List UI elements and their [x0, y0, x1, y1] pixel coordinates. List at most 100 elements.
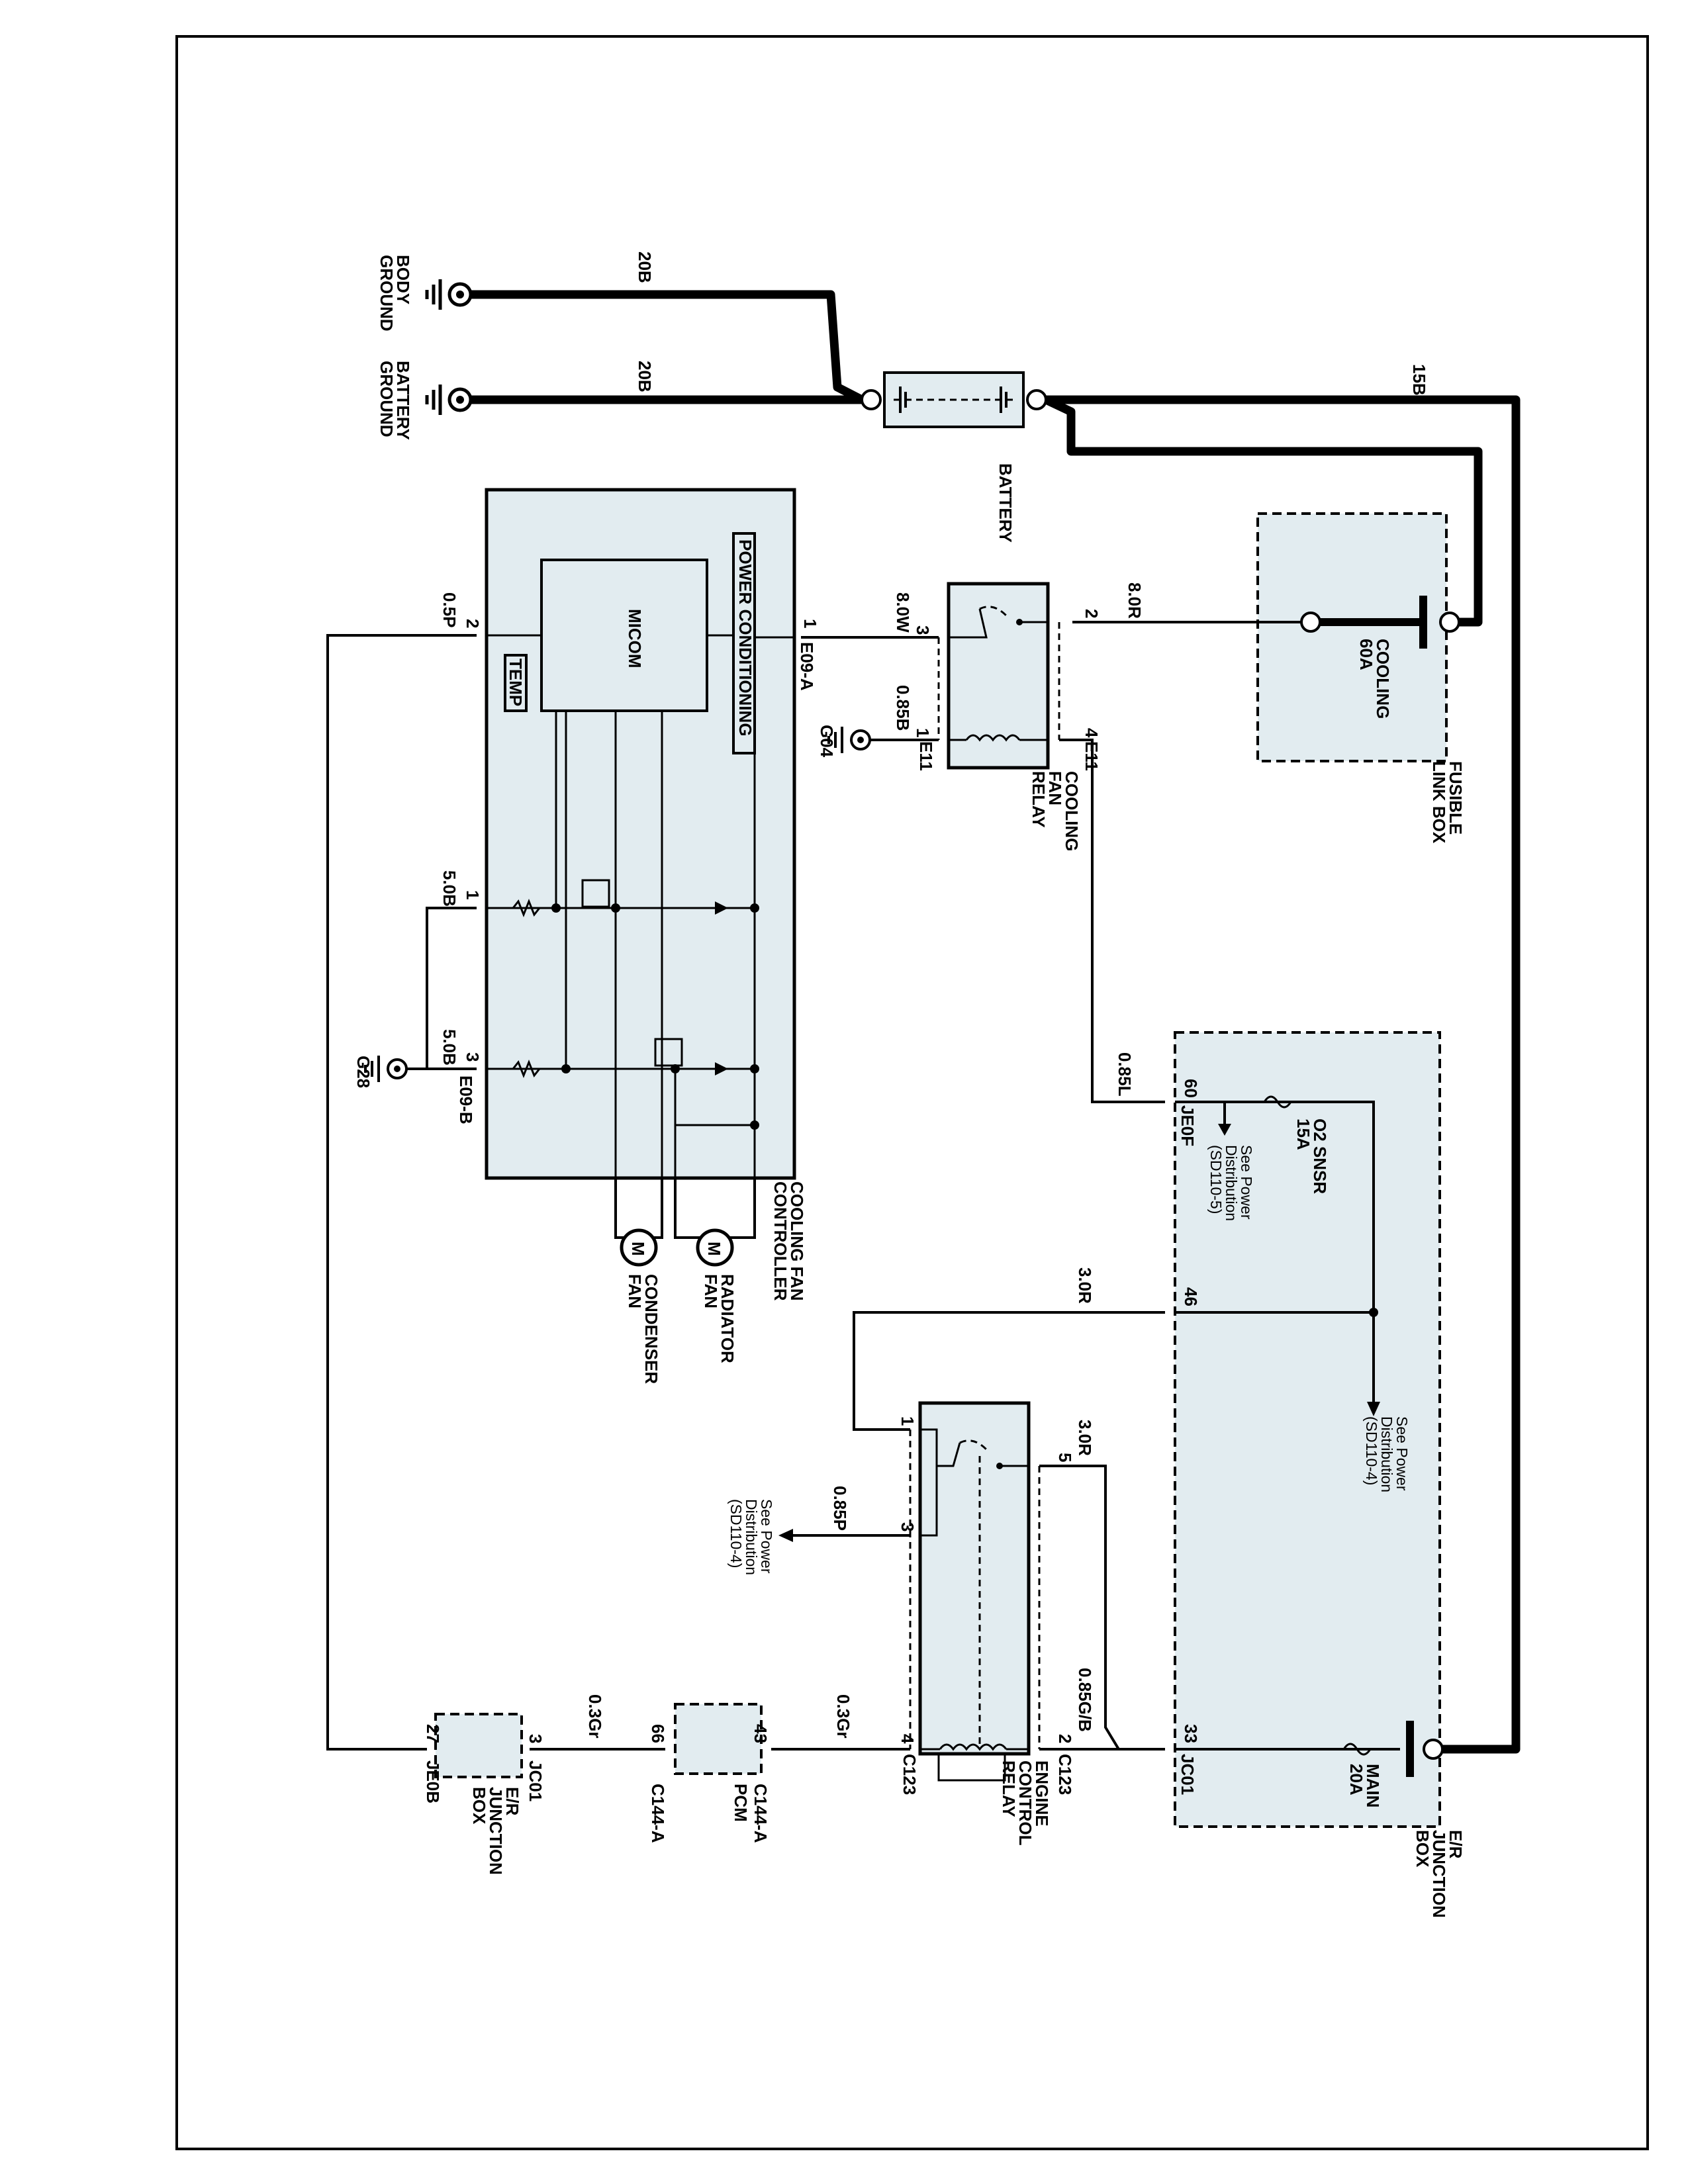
wire-label-15b: 15B — [1409, 364, 1429, 396]
controller-pin-3b: 3 — [463, 1052, 483, 1062]
wire-label-0-5p: 0.5P — [440, 592, 459, 628]
label-battery: BATTERY — [996, 463, 1015, 543]
wire-5-0b-loop — [426, 907, 477, 1070]
label-cooling-fuse-2: 60A — [1356, 639, 1376, 670]
label-condenser-2: FAN — [625, 1274, 645, 1308]
label-er-box-3: BOX — [1413, 1830, 1432, 1868]
controller-pin-2a: 2 — [463, 619, 483, 628]
temp-block — [504, 654, 528, 712]
label-body-ground-2: GROUND — [377, 255, 397, 332]
arrow-sd110-5 — [1218, 1124, 1231, 1136]
engine-control-relay-box — [918, 1401, 1031, 1756]
label-ecr-3: RELAY — [999, 1760, 1019, 1817]
ecr-pin-5: 5 — [1055, 1453, 1075, 1462]
ecr-pin-1: 1 — [898, 1416, 917, 1426]
ref-sd110-4b-1: See Power — [758, 1499, 775, 1574]
cooling-fan-relay-internals — [937, 606, 1060, 742]
label-er-box2-2: JUNCTION — [486, 1787, 506, 1875]
er-pin-33: 33 — [1181, 1724, 1201, 1743]
g04-ground-symbol — [827, 727, 871, 753]
engine-control-relay-internals — [909, 1428, 1041, 1782]
er-junction-box-2 — [434, 1713, 523, 1778]
label-relay-2: FAN — [1045, 771, 1065, 805]
ref-sd110-5-3: (SD110-5) — [1207, 1145, 1225, 1214]
label-battery-ground-1: BATTERY — [393, 361, 413, 440]
ecr-pin-4: 4 — [898, 1734, 917, 1744]
cooling-fan-relay-box — [947, 582, 1050, 770]
label-condenser-1: CONDENSER — [641, 1274, 661, 1384]
label-radiator-1: RADIATOR — [718, 1274, 737, 1363]
label-fusible-2: LINK BOX — [1429, 761, 1449, 844]
label-temp: TEMP — [506, 659, 526, 706]
label-er-box2-1: E/R — [502, 1787, 522, 1816]
label-cooling-fuse-1: COOLING — [1373, 639, 1393, 719]
wire-label-0-85l: 0.85L — [1115, 1052, 1135, 1097]
label-jc01-b: JC01 — [526, 1760, 545, 1801]
wire-15b-main — [1046, 395, 1521, 1754]
label-controller-1: COOLING FAN — [787, 1181, 807, 1301]
ref-sd110-4a-3: (SD110-4) — [1363, 1416, 1380, 1485]
label-jc01-a: JC01 — [1178, 1754, 1197, 1795]
battery-ground-symbol — [425, 385, 473, 415]
ref-sd110-4a-2: Distribution — [1378, 1416, 1395, 1492]
label-er-box-1: E/R — [1446, 1830, 1466, 1859]
label-je0f: JE0F — [1178, 1105, 1197, 1146]
label-pcm: PCM — [731, 1784, 751, 1822]
pcm-pin-43: 43 — [751, 1724, 771, 1743]
label-relay-3: RELAY — [1029, 771, 1049, 828]
wire-o2-fuse-bus — [1175, 1101, 1375, 1314]
label-c144-a-2: C144-A — [648, 1784, 668, 1843]
label-motor-m-1: M — [628, 1242, 648, 1256]
fusible-link-box — [1256, 512, 1448, 762]
condenser-fan-motor — [620, 1228, 658, 1267]
label-ecr-1: ENGINE — [1032, 1760, 1052, 1827]
label-o2-fuse-1: O2 SNSR — [1310, 1118, 1330, 1194]
label-c144-a-1: C144-A — [751, 1784, 771, 1843]
label-ecr-2: CONTROL — [1015, 1760, 1035, 1846]
label-main-fuse-1: MAIN — [1363, 1764, 1383, 1807]
pcm-box — [674, 1703, 763, 1775]
wire-3-0r-b — [1039, 1465, 1165, 1751]
wire-label-5-0b-1: 5.0B — [440, 870, 459, 907]
relay-pin-4: 4 — [1082, 728, 1102, 738]
wire-label-3-0r-b: 3.0R — [1075, 1420, 1095, 1456]
wire-label-8-0w: 8.0W — [893, 592, 913, 633]
relay-pin-3: 3 — [913, 625, 933, 635]
ecr-pin-2: 2 — [1055, 1734, 1075, 1743]
wire-label-20b-body: 20B — [635, 251, 655, 283]
wire-label-0-3gr-a: 0.3Gr — [585, 1694, 605, 1739]
label-radiator-2: FAN — [701, 1274, 721, 1308]
controller-pin-1a: 1 — [800, 619, 820, 628]
label-e11-a: E11 — [1082, 741, 1102, 771]
main-fuse-symbol — [1342, 1743, 1372, 1756]
er2-pin-3: 3 — [526, 1734, 545, 1743]
power-conditioning-block — [732, 532, 756, 754]
arrow-sd110-4 — [1367, 1402, 1380, 1416]
er-pin-60: 60 — [1181, 1079, 1201, 1098]
label-c123-b: C123 — [900, 1754, 919, 1795]
label-controller-2: CONTROLLER — [771, 1181, 790, 1301]
ecr-pin-3: 3 — [898, 1522, 917, 1531]
wire-0-85l — [1059, 739, 1165, 1103]
label-g04: G04 — [817, 725, 837, 758]
label-micom: MICOM — [625, 609, 645, 668]
relay-pin-1: 1 — [913, 728, 933, 737]
main-fuse-terminal — [1423, 1739, 1444, 1760]
wire-label-8-0r: 8.0R — [1125, 582, 1145, 619]
ref-sd110-4b-3: (SD110-4) — [727, 1499, 745, 1568]
label-g28: G28 — [353, 1056, 373, 1088]
wire-label-0-85b: 0.85B — [893, 685, 913, 731]
label-battery-ground-2: GROUND — [377, 361, 397, 437]
wire-20b-body-ground — [460, 290, 864, 404]
label-er-box-2: JUNCTION — [1429, 1830, 1449, 1918]
label-power-conditioning: POWER CONDITIONING — [735, 539, 755, 737]
wire-label-5-0b-2: 5.0B — [440, 1029, 459, 1066]
page-frame — [175, 35, 1649, 2150]
label-c123-a: C123 — [1055, 1754, 1075, 1795]
label-main-fuse-2: 20A — [1346, 1764, 1366, 1796]
micom-block — [540, 559, 708, 712]
label-o2-fuse-2: 15A — [1293, 1118, 1313, 1150]
label-motor-m-2: M — [704, 1242, 724, 1256]
